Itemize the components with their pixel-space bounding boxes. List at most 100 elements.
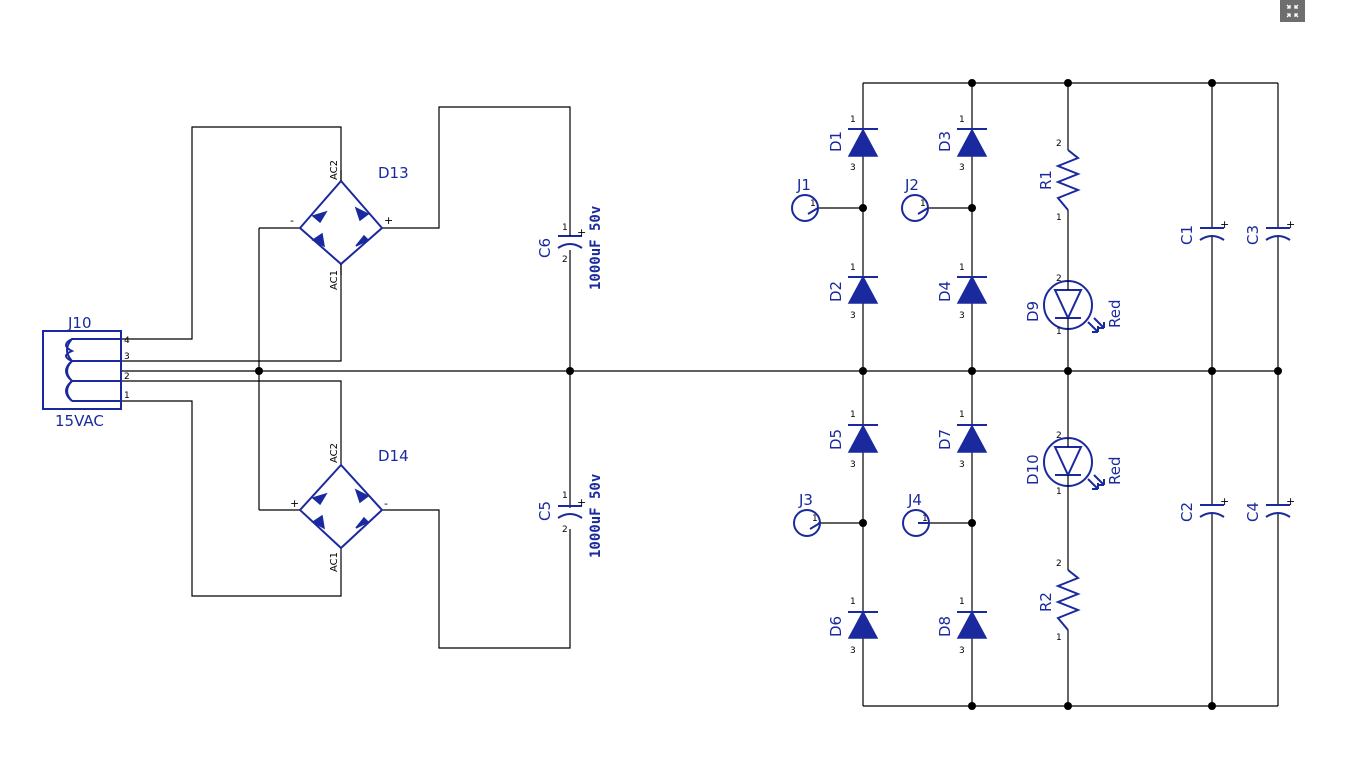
diode-pin: 3 xyxy=(959,163,965,173)
diode-pin: 3 xyxy=(959,460,965,470)
capacitor-plus: + xyxy=(1286,495,1295,508)
bridge-ref: D14 xyxy=(378,447,409,465)
capacitor-ref: C5 xyxy=(536,501,554,521)
resistor-ref: R1 xyxy=(1037,170,1055,190)
diode-d3: D3 1 3 xyxy=(936,115,988,173)
capacitor-pin: 1 xyxy=(562,491,568,501)
jack-ref: J2 xyxy=(904,176,919,194)
diode-pin: 1 xyxy=(959,597,965,607)
jack-ref: J4 xyxy=(907,491,922,509)
jack-pin: 1 xyxy=(922,514,928,524)
diode-pin: 1 xyxy=(850,263,856,273)
diode-pin: 3 xyxy=(959,646,965,656)
diode-d5: D5 1 3 xyxy=(827,410,879,470)
bridge-pin-neg: - xyxy=(290,214,294,227)
connector-pin: 2 xyxy=(124,372,130,382)
bridge-ref: D13 xyxy=(378,164,409,182)
capacitor-ref: C3 xyxy=(1244,225,1262,245)
diode-pin: 1 xyxy=(959,263,965,273)
connector-pin: 4 xyxy=(124,336,130,346)
bridge-pin-ac2: AC2 xyxy=(329,160,340,180)
bridge-pin-ac1: AC1 xyxy=(329,552,340,572)
capacitor-plus: + xyxy=(577,496,586,509)
exit-fullscreen-button[interactable] xyxy=(1280,0,1305,22)
capacitor-ref: C1 xyxy=(1178,225,1196,245)
capacitor-ref: C6 xyxy=(536,238,554,258)
diode-ref: D6 xyxy=(827,616,845,637)
capacitor-c5: C5 1000uF 50v 1 2 + xyxy=(536,474,604,558)
bridge-pin-neg: - xyxy=(384,497,388,510)
diode-d7: D7 1 3 xyxy=(936,410,988,470)
led-ref: D9 xyxy=(1024,301,1042,322)
jack-j2: J2 1 xyxy=(901,176,929,222)
capacitor-value: 1000uF 50v xyxy=(588,474,604,558)
collapse-icon xyxy=(1286,4,1299,18)
led-pin: 2 xyxy=(1056,274,1062,284)
connector-j10: J10 15VAC 4 3 2 1 xyxy=(42,314,130,430)
resistor-r1: R1 2 1 xyxy=(1037,139,1081,223)
led-d10: D10 Red 2 1 xyxy=(1024,431,1124,497)
capacitor-c3: C3 + xyxy=(1244,218,1295,245)
jack-pin: 1 xyxy=(812,514,818,524)
diode-d6: D6 1 3 xyxy=(827,597,879,656)
diode-ref: D8 xyxy=(936,616,954,637)
resistor-pin: 2 xyxy=(1056,559,1062,569)
jack-pin: 1 xyxy=(810,199,816,209)
diode-ref: D7 xyxy=(936,429,954,450)
capacitor-c2: C2 + xyxy=(1178,495,1229,522)
diode-pin: 1 xyxy=(850,115,856,125)
led-pin: 1 xyxy=(1056,327,1062,337)
jack-j3: J3 1 xyxy=(793,491,821,537)
diode-ref: D4 xyxy=(936,281,954,302)
capacitor-plus: + xyxy=(1220,218,1229,231)
capacitor-plus: + xyxy=(577,226,586,239)
diode-pin: 1 xyxy=(850,410,856,420)
diode-ref: D1 xyxy=(827,131,845,152)
capacitor-ref: C4 xyxy=(1244,502,1262,522)
led-d9: D9 Red 2 1 xyxy=(1024,274,1124,337)
diode-d2: D2 1 3 xyxy=(827,263,879,321)
resistor-ref: R2 xyxy=(1037,592,1055,612)
capacitor-plus: + xyxy=(1220,495,1229,508)
capacitor-pin: 1 xyxy=(562,223,568,233)
led-pin: 1 xyxy=(1056,487,1062,497)
bridge-pin-pos: + xyxy=(290,497,299,510)
diode-ref: D3 xyxy=(936,131,954,152)
jack-j4: J4 1 xyxy=(902,491,930,537)
diode-pin: 1 xyxy=(850,597,856,607)
resistor-pin: 2 xyxy=(1056,139,1062,149)
diode-pin: 1 xyxy=(959,410,965,420)
led-value: Red xyxy=(1106,300,1124,329)
jack-pin: 1 xyxy=(920,199,926,209)
diode-d4: D4 1 3 xyxy=(936,263,988,321)
resistor-pin: 1 xyxy=(1056,213,1062,223)
capacitor-value: 1000uF 50v xyxy=(588,206,604,290)
diode-pin: 3 xyxy=(850,311,856,321)
connector-value: 15VAC xyxy=(55,412,104,430)
diode-d1: D1 1 3 xyxy=(827,115,879,173)
bridge-rectifier-d14: D14 AC2 AC1 + - xyxy=(290,443,409,572)
jack-ref: J1 xyxy=(796,176,811,194)
bridge-pin-ac2: AC2 xyxy=(329,443,340,463)
diode-pin: 3 xyxy=(959,311,965,321)
capacitor-ref: C2 xyxy=(1178,502,1196,522)
capacitor-pin: 2 xyxy=(562,525,568,535)
capacitor-plus: + xyxy=(1286,218,1295,231)
wires xyxy=(120,82,1280,707)
diode-ref: D2 xyxy=(827,281,845,302)
capacitor-c4: C4 + xyxy=(1244,495,1295,522)
connector-pin: 3 xyxy=(124,352,130,362)
diode-pin: 1 xyxy=(959,115,965,125)
bridge-rectifier-d13: D13 AC2 AC1 - + xyxy=(290,160,409,290)
bridge-pin-pos: + xyxy=(384,214,393,227)
resistor-r2: R2 2 1 xyxy=(1037,559,1081,643)
led-pin: 2 xyxy=(1056,431,1062,441)
diode-ref: D5 xyxy=(827,429,845,450)
bridge-pin-ac1: AC1 xyxy=(329,270,340,290)
diode-pin: 3 xyxy=(850,646,856,656)
diode-pin: 3 xyxy=(850,163,856,173)
jack-ref: J3 xyxy=(798,491,813,509)
resistor-pin: 1 xyxy=(1056,633,1062,643)
capacitor-c6: C6 1000uF 50v 1 2 + xyxy=(536,206,604,290)
